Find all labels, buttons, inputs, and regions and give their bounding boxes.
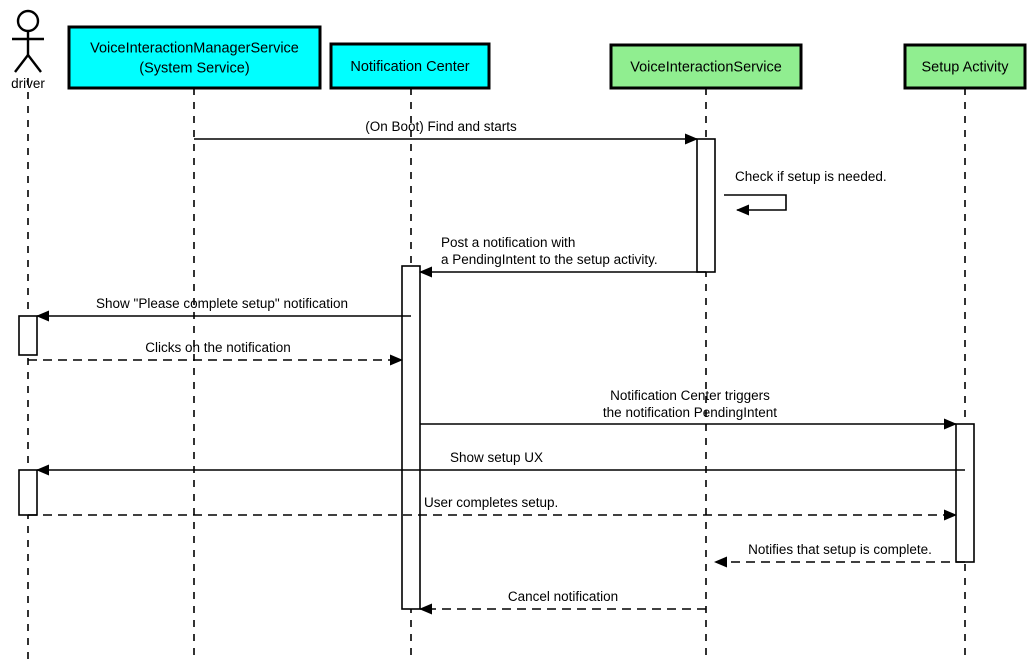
participant-box-vis[interactable]: VoiceInteractionService	[609, 43, 803, 90]
activation-bar-driver	[18, 469, 38, 516]
participant-box-setup_activity[interactable]: Setup Activity	[903, 43, 1027, 90]
message-label-m3: Post a notification with	[441, 235, 575, 250]
actor-leg-left	[14, 54, 29, 73]
participants-layer: driver VoiceInteractionManagerService (Sys…	[11, 9, 1027, 91]
message-label-m3: a PendingIntent to the setup activity.	[441, 252, 658, 267]
stick-figure-actor-icon	[16, 9, 40, 33]
participant-box-rect-setup_activity[interactable]	[903, 43, 1027, 90]
activations-layer	[18, 138, 975, 610]
message-label-m5: Clicks on the notification	[145, 340, 291, 355]
message-label-m7: Show setup UX	[450, 450, 543, 465]
participant-box-rect-notification_center[interactable]	[329, 42, 491, 90]
activation-bar-driver	[18, 315, 38, 356]
activation-bar-setup_activity	[955, 423, 975, 563]
message-line-m2	[724, 194, 787, 216]
message-label-m8: User completes setup.	[424, 495, 558, 510]
participant-box-rect-vis[interactable]	[609, 43, 803, 90]
actor-leg-right	[27, 54, 42, 73]
message-label-m10: Cancel notification	[508, 589, 618, 604]
activation-bar-notification_center	[401, 265, 421, 610]
participant-box-rect-vims[interactable]	[67, 25, 322, 90]
message-label-m1: (On Boot) Find and starts	[365, 119, 517, 134]
message-label-m4: Show "Please complete setup" notificatio…	[96, 296, 348, 311]
participant-box-vims[interactable]: VoiceInteractionManagerService (System Se…	[67, 25, 322, 90]
message-label-m2: Check if setup is needed.	[735, 169, 887, 184]
participant-label-notification_center: Notification Center	[350, 59, 469, 75]
actor-driver: driver	[11, 9, 45, 91]
activation-bar-vis	[696, 138, 716, 273]
participant-label-vims: VoiceInteractionManagerService	[90, 40, 299, 56]
participant-label2-vims: (System Service)	[139, 60, 249, 76]
lifelines-layer	[27, 78, 966, 660]
participant-label-vis: VoiceInteractionService	[630, 59, 782, 75]
participant-label-setup_activity: Setup Activity	[921, 59, 1009, 75]
message-label-m6: the notification PendingIntent	[603, 405, 777, 420]
participant-box-notification_center[interactable]: Notification Center	[329, 42, 491, 90]
actor-label-driver: driver	[11, 76, 45, 91]
message-label-m6: Notification Center triggers	[610, 388, 770, 403]
message-label-m9: Notifies that setup is complete.	[748, 542, 932, 557]
